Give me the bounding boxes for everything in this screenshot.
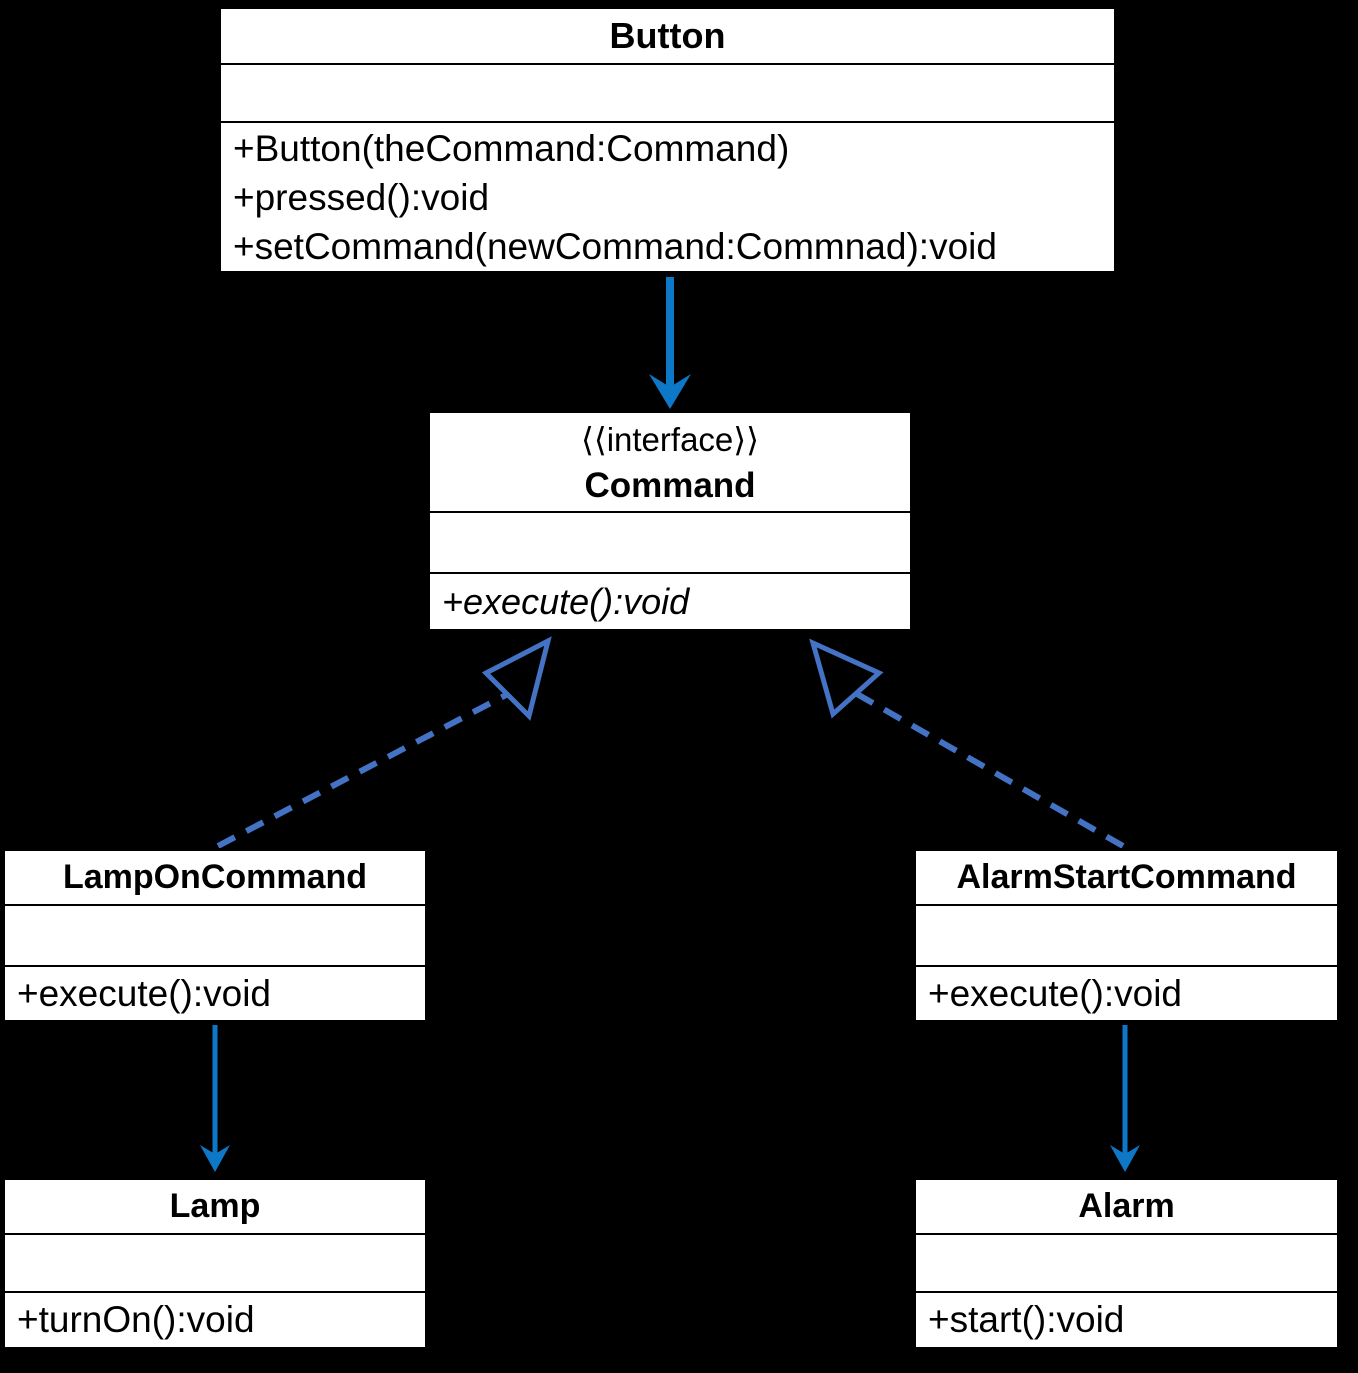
methods-section-lamponcommand: +execute():void [5,967,425,1020]
interface-header-command: ⟨⟨interface⟩⟩ Command [430,413,910,514]
method-line: +execute():void [17,973,271,1014]
lamponcommand-to-lamp-arrowhead [200,1145,230,1172]
alarmstartcommand-to-command-dashed-line [855,691,1125,849]
class-name-lamp: Lamp [5,1180,425,1235]
interface-name-command: Command [584,466,756,505]
attributes-section-lamp [5,1235,425,1293]
method-line: +execute():void [442,581,690,622]
lamponcommand-to-command-dashed-line [216,692,508,849]
method-line: +pressed():void [233,177,490,218]
method-line: +Button(theCommand:Command) [233,128,790,169]
class-name-button: Button [221,9,1114,65]
methods-section-lamp: +turnOn():void [5,1293,425,1347]
alarmstartcommand-to-command-hollow-triangle [809,638,884,719]
method-line: +setCommand(newCommand:Commnad):void [233,226,997,267]
alarmstartcommand-to-alarm-arrowhead [1110,1145,1140,1172]
method-line: +execute():void [928,973,1182,1014]
attributes-section-command [430,513,910,574]
class-box-button: Button +Button(theCommand:Command) +pres… [218,6,1117,274]
methods-section-command: +execute():void [430,574,910,629]
methods-section-button: +Button(theCommand:Command) +pressed():v… [221,123,1114,271]
class-box-alarmstartcommand: AlarmStartCommand +execute():void [913,848,1340,1023]
attributes-section-alarm [916,1235,1337,1293]
class-name-alarmstartcommand: AlarmStartCommand [916,851,1337,906]
class-name-alarm: Alarm [916,1180,1337,1235]
interface-stereotype: ⟨⟨interface⟩⟩ [580,421,760,458]
attributes-section-lamponcommand [5,906,425,967]
class-name-lamponcommand: LampOnCommand [5,851,425,906]
methods-section-alarm: +start():void [916,1293,1337,1347]
attributes-section-button [221,65,1114,123]
lamponcommand-to-command-hollow-triangle [481,636,552,721]
interface-box-command: ⟨⟨interface⟩⟩ Command +execute():void [427,410,913,632]
class-box-lamp: Lamp +turnOn():void [2,1177,428,1350]
class-box-alarm: Alarm +start():void [913,1177,1340,1350]
attributes-section-alarmstartcommand [916,906,1337,967]
button-to-command-arrowhead [649,374,691,409]
class-box-lamponcommand: LampOnCommand +execute():void [2,848,428,1023]
method-line: +turnOn():void [17,1299,255,1340]
methods-section-alarmstartcommand: +execute():void [916,967,1337,1020]
method-line: +start():void [928,1299,1125,1340]
